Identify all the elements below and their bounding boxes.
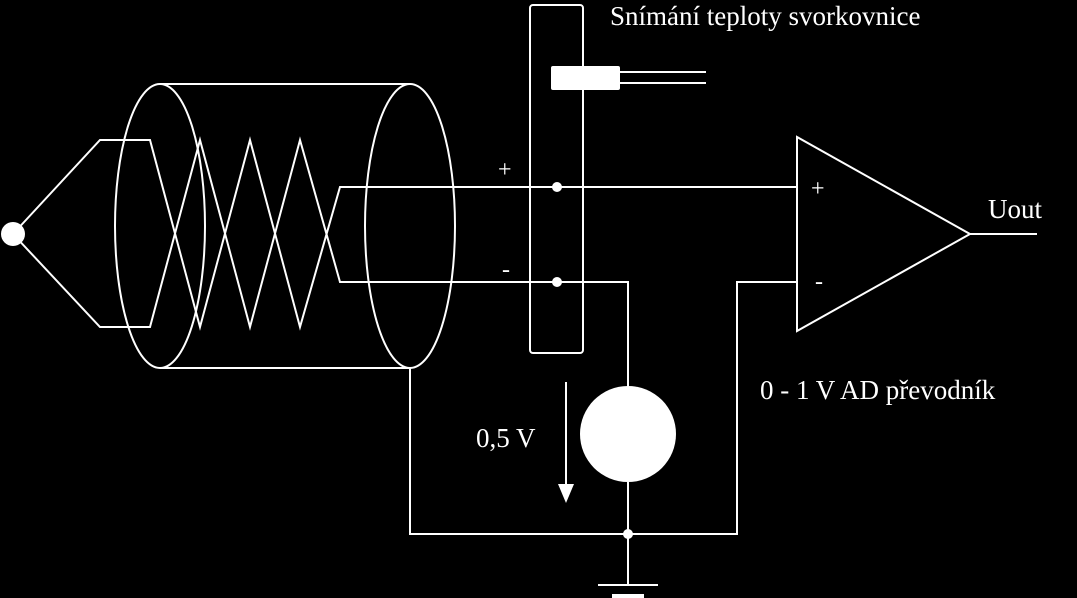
plus-amp-label: + bbox=[811, 176, 825, 202]
temperature-sensor bbox=[551, 66, 620, 90]
minus-left-label: - bbox=[502, 257, 510, 283]
output-label: Uout bbox=[988, 194, 1042, 224]
minus-amp-label: - bbox=[815, 269, 823, 295]
title-label: Snímání teploty svorkovnice bbox=[610, 1, 920, 31]
voltage-label: 0,5 V bbox=[476, 423, 536, 453]
wire-minus-to-source bbox=[556, 281, 629, 388]
probe-wire-bottom bbox=[12, 233, 120, 328]
ground-bus bbox=[409, 281, 797, 535]
thermocouple-wire-a bbox=[120, 136, 556, 331]
plus-left-label: + bbox=[498, 157, 512, 183]
thermocouple-wire-b bbox=[120, 136, 556, 331]
converter-label: 0 - 1 V AD převodník bbox=[760, 375, 996, 405]
voltage-source bbox=[580, 386, 676, 482]
voltage-arrow bbox=[558, 382, 574, 503]
probe-wire-top bbox=[12, 139, 120, 235]
ground-symbol-lower bbox=[612, 594, 644, 598]
op-amp bbox=[796, 135, 973, 333]
terminal-block bbox=[529, 4, 584, 354]
cylinder-shield bbox=[114, 83, 456, 369]
